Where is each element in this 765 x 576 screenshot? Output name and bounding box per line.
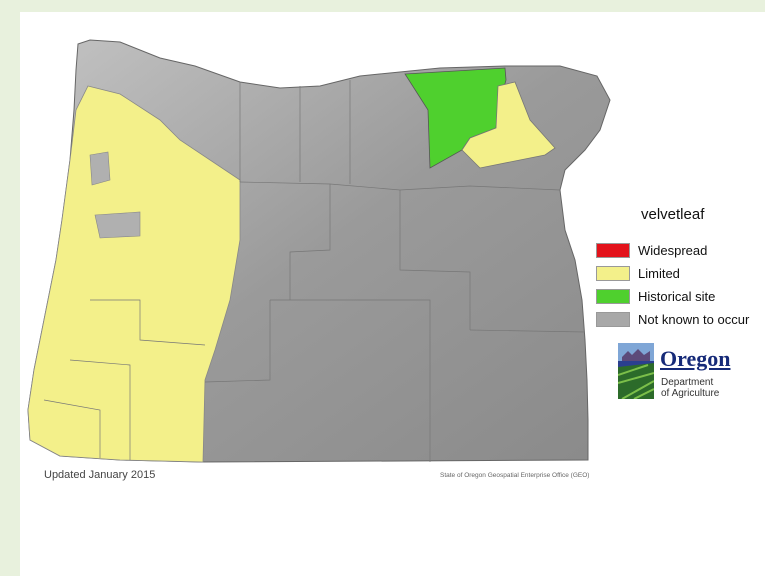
oda-logo-icon [618, 343, 654, 399]
legend-item-widespread: Widespread [596, 242, 707, 258]
legend-swatch-historical [596, 288, 630, 304]
oda-subtitle: Department of Agriculture [661, 377, 719, 399]
map-credit: State of Oregon Geospatial Enterprise Of… [440, 472, 590, 479]
oda-subtitle-line1: Department [661, 377, 714, 388]
oda-name: Oregon [660, 346, 731, 371]
unknown-gap-north [89, 151, 111, 186]
limited-region-west [27, 85, 241, 463]
legend-label: Historical site [638, 288, 716, 304]
legend-item-limited: Limited [596, 265, 680, 281]
legend-item-not-known: Not known to occur [596, 311, 749, 327]
county-lines [43, 80, 586, 462]
legend-label: Not known to occur [638, 311, 750, 327]
legend-swatch-widespread [596, 242, 630, 258]
limited-region-northeast [461, 81, 556, 169]
unknown-gap-mid [94, 211, 141, 239]
oda-subtitle-line2: of Agriculture [661, 388, 720, 399]
legend-label: Widespread [638, 242, 708, 258]
updated-date: Updated January 2015 [44, 469, 156, 481]
legend-swatch-limited [596, 265, 630, 281]
legend-item-historical: Historical site [596, 288, 715, 304]
legend-swatch-not-known [596, 311, 630, 327]
legend-label: Limited [638, 265, 680, 281]
legend-title: velvetleaf [641, 206, 705, 223]
